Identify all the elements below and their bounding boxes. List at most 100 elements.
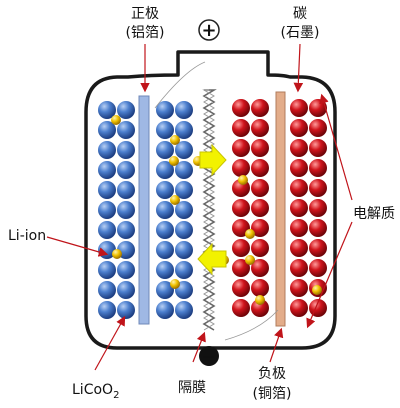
- anode-atom: [232, 119, 250, 137]
- anode-atom: [290, 239, 308, 257]
- cathode-atom: [175, 221, 193, 239]
- anode-lattice-left: [232, 99, 269, 317]
- cathode-lattice-right: [156, 101, 193, 319]
- cathode-atom: [117, 301, 135, 319]
- anode-atom: [309, 179, 327, 197]
- anode-atom: [251, 119, 269, 137]
- anode-atom: [251, 219, 269, 237]
- cathode-atom: [98, 261, 116, 279]
- anode-atom: [309, 159, 327, 177]
- cathode-atom: [98, 181, 116, 199]
- anode-atom: [309, 239, 327, 257]
- anode-atom: [251, 279, 269, 297]
- anode-atom: [290, 159, 308, 177]
- battery-casing: [84, 50, 337, 350]
- copper-foil-collector: [275, 91, 286, 327]
- pointer-electrolyte-top: [319, 93, 353, 201]
- arrow-right-icon: [199, 143, 227, 177]
- anode-atom: [232, 99, 250, 117]
- cathode-atom: [175, 181, 193, 199]
- aluminum-foil-collector: [138, 95, 150, 325]
- anode-atom: [290, 119, 308, 137]
- cathode-atom: [156, 241, 174, 259]
- li-ion-particle: [312, 285, 322, 295]
- anode-atom: [251, 239, 269, 257]
- cathode-atom: [156, 181, 174, 199]
- anode-atom: [290, 179, 308, 197]
- li-ion-particle: [238, 175, 248, 185]
- anode-atom: [309, 119, 327, 137]
- cathode-atom: [117, 141, 135, 159]
- anode-sublabel: (石墨): [281, 25, 320, 41]
- separator-membrane: [202, 89, 217, 331]
- cathode-atom: [175, 101, 193, 119]
- pointer-electrolyte-bottom: [306, 221, 353, 329]
- anode-atom: [251, 99, 269, 117]
- cathode-atom: [117, 201, 135, 219]
- negative-terminal-icon: −: [199, 346, 219, 366]
- cathode-atom: [98, 161, 116, 179]
- cathode-lattice-left: [98, 101, 135, 319]
- cathode-atom: [175, 121, 193, 139]
- anode-atom: [290, 99, 308, 117]
- cathode-atom: [98, 281, 116, 299]
- cathode-atom: [175, 201, 193, 219]
- cathode-atom: [117, 281, 135, 299]
- pointer-anode: [293, 43, 304, 93]
- anode-atom: [251, 139, 269, 157]
- pointer-lines: [46, 43, 353, 371]
- anode-label: 碳: [293, 6, 307, 22]
- li-ion-particle: [170, 135, 180, 145]
- li-ion-particle: [255, 295, 265, 305]
- cathode-atom: [175, 261, 193, 279]
- anode-atom: [309, 199, 327, 217]
- pointer-licoo2: [94, 315, 126, 371]
- pointer-anode-collector: [269, 327, 284, 363]
- anode-collector-sublabel: (铜箔): [253, 386, 292, 402]
- cathode-atom: [98, 201, 116, 219]
- cathode-atom: [98, 301, 116, 319]
- li-ion-particle: [111, 115, 121, 125]
- anode-atom: [309, 139, 327, 157]
- anode-atom: [290, 139, 308, 157]
- cathode-atom: [117, 261, 135, 279]
- anode-atom: [232, 199, 250, 217]
- flow-curve-bottom: [224, 309, 279, 341]
- cathode-atom: [117, 161, 135, 179]
- cathode-collector-label: 正极: [131, 6, 159, 22]
- anode-atom: [290, 199, 308, 217]
- cathode-atom: [175, 241, 193, 259]
- electrolyte-label: 电解质: [353, 206, 395, 222]
- anode-atom: [232, 299, 250, 317]
- li-ion-particle: [245, 255, 255, 265]
- cathode-atom: [98, 121, 116, 139]
- cathode-atom: [98, 101, 116, 119]
- positive-terminal-icon: +: [198, 19, 220, 41]
- anode-lattice-right: [290, 99, 327, 317]
- separator-label: 隔膜: [178, 380, 206, 396]
- li-ion-particle: [245, 229, 255, 239]
- li-ion-particle: [170, 279, 180, 289]
- licoo2-label: LiCoO2: [72, 382, 119, 401]
- arrow-left-icon: [197, 242, 227, 276]
- cathode-atom: [117, 121, 135, 139]
- cathode-atom: [175, 141, 193, 159]
- cathode-atom: [156, 301, 174, 319]
- anode-atom: [232, 159, 250, 177]
- li-ion-particle: [169, 156, 179, 166]
- cathode-atom: [156, 281, 174, 299]
- anode-atom: [251, 179, 269, 197]
- anode-atom: [232, 259, 250, 277]
- anode-atom: [309, 219, 327, 237]
- cathode-atom: [156, 201, 174, 219]
- cathode-atom: [175, 161, 193, 179]
- anode-atom: [290, 299, 308, 317]
- cathode-atom: [117, 181, 135, 199]
- cathode-atom: [117, 101, 135, 119]
- anode-atom: [232, 139, 250, 157]
- pointer-separator: [192, 331, 206, 363]
- cathode-atom: [98, 141, 116, 159]
- cathode-atom: [156, 161, 174, 179]
- anode-atom: [309, 259, 327, 277]
